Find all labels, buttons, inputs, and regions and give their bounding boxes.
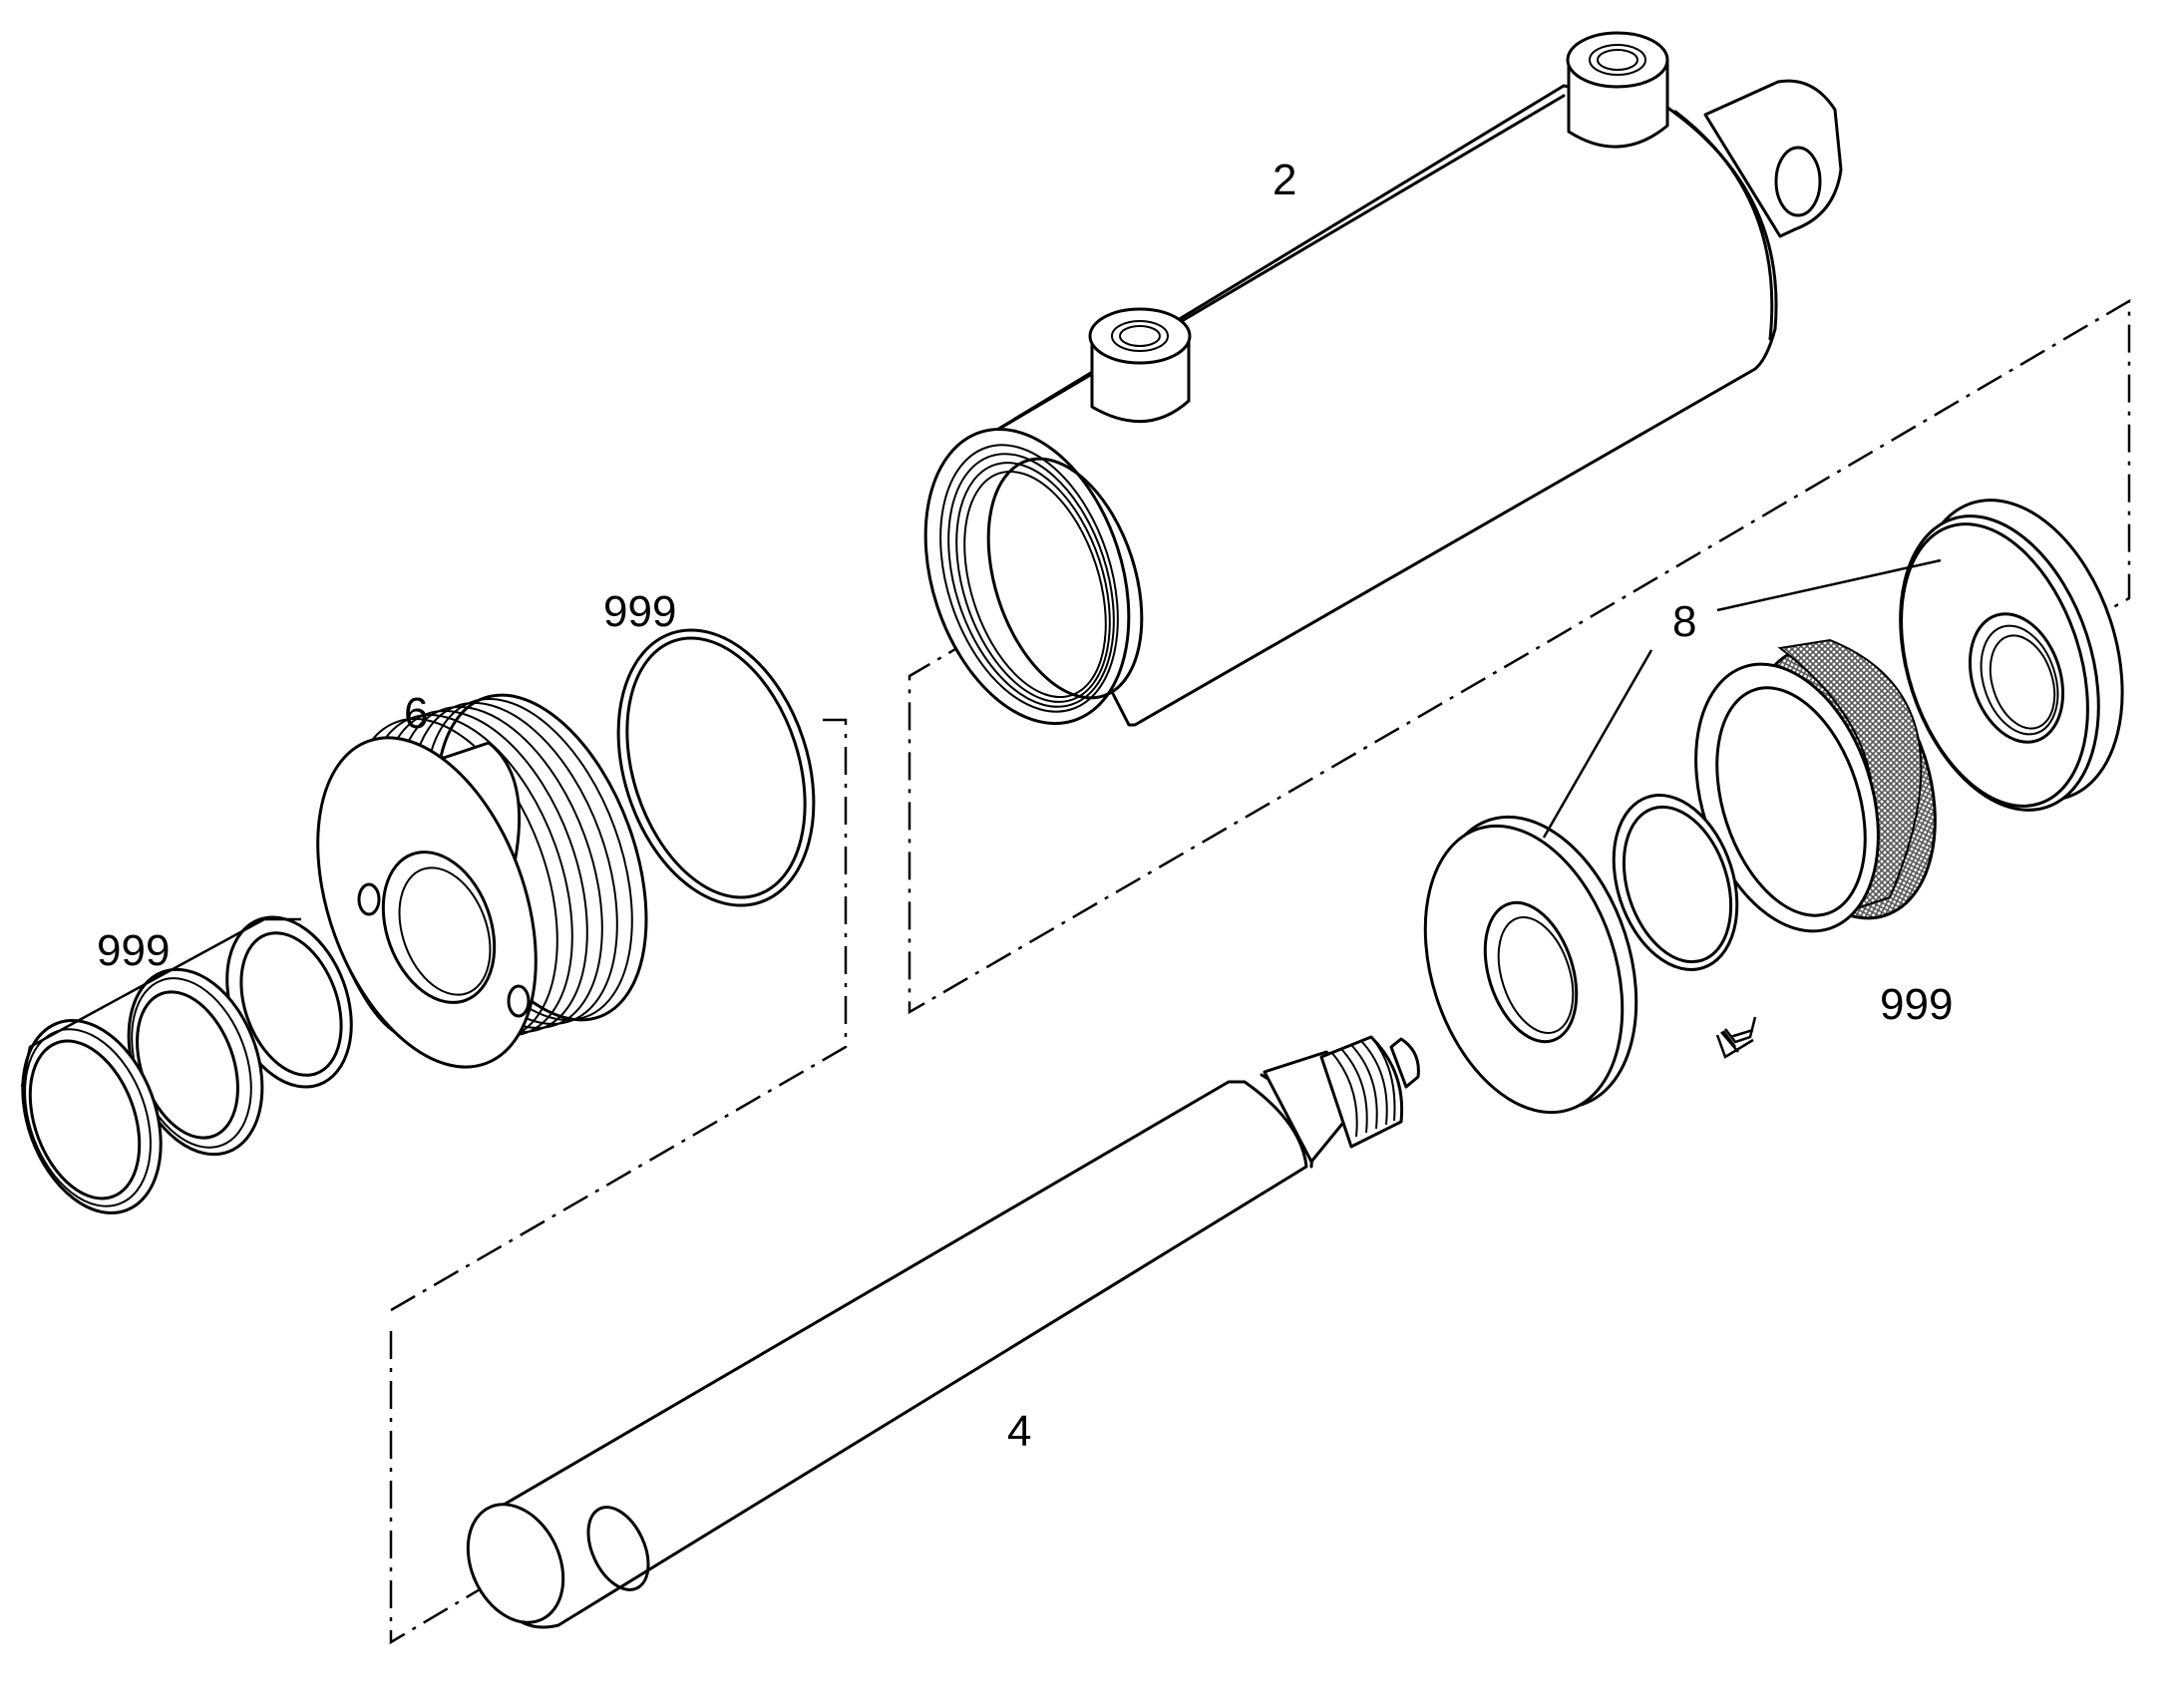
clevis-hole xyxy=(1774,146,1822,217)
barrel-rear-dome xyxy=(1673,110,1774,341)
bracket-left-seal-kit xyxy=(20,917,301,1088)
gland-assembly xyxy=(1423,499,2124,1115)
left-seal-kit xyxy=(21,915,353,1214)
gland-seal-ring-inner xyxy=(1622,805,1733,964)
callout-6: 6 xyxy=(404,689,428,738)
gland-washer-bore-inner xyxy=(1497,915,1575,1035)
leaders xyxy=(20,558,1942,1088)
port-rear-thread-outer xyxy=(1589,44,1646,76)
centerline-barrel xyxy=(908,298,2131,1015)
callout-999-left: 999 xyxy=(97,926,170,975)
piston xyxy=(316,693,648,1069)
callout-2: 2 xyxy=(1272,156,1296,204)
bushing-knurl-band xyxy=(1777,638,1923,914)
rod-cross-hole xyxy=(586,1506,650,1591)
barrel-thread-3 xyxy=(955,462,1111,703)
bracket-right-seal-kit xyxy=(1715,1016,1757,1059)
port-front-thread-inner xyxy=(1119,325,1161,347)
port-boss-front-top xyxy=(1088,307,1192,365)
left-seal-3-inner xyxy=(239,931,343,1077)
left-seal-1-inner xyxy=(28,1039,142,1200)
piston-bore-inner xyxy=(398,866,492,996)
rod-eye-end xyxy=(466,1503,565,1624)
rod-threads xyxy=(1330,1036,1396,1138)
callout-8: 8 xyxy=(1672,597,1696,646)
piston-bore-outer xyxy=(381,851,497,1004)
leader-8-washer xyxy=(1542,649,1653,839)
port-front-thread-outer xyxy=(1111,320,1169,352)
o-ring-outer xyxy=(616,628,816,907)
callouts: 2 6 999 999 8 999 4 xyxy=(97,156,1953,1456)
piston-rod xyxy=(466,1035,1420,1629)
port-boss-rear-top xyxy=(1566,31,1669,89)
leader-8-head xyxy=(1716,558,1942,612)
piston-bolt-hole-bottom xyxy=(507,984,531,1018)
barrel-tube-top-edge xyxy=(980,94,1566,441)
port-rear-thread-inner xyxy=(1597,49,1638,71)
o-ring-inner xyxy=(625,636,807,899)
callout-4: 4 xyxy=(1007,1407,1031,1456)
bushing-bore xyxy=(1715,686,1867,917)
rod-body xyxy=(495,1080,1308,1629)
gland-seal-ring-outer xyxy=(1612,794,1739,971)
barrel-bore xyxy=(986,457,1144,700)
gland-bore-thread-1 xyxy=(1980,624,2059,736)
gland-bore-thread-2 xyxy=(1989,634,2056,730)
piston-bolt-hole-top xyxy=(357,882,381,916)
left-seal-1-outer xyxy=(21,1019,163,1214)
barrel-thread-1 xyxy=(939,444,1119,713)
piston-o-ring xyxy=(616,628,816,907)
callout-999-right: 999 xyxy=(1880,980,1953,1029)
cylinder-barrel xyxy=(923,31,1843,727)
rod-pilot-tip xyxy=(1389,1037,1420,1089)
barrel-thread-2 xyxy=(947,453,1115,708)
callout-999-top: 999 xyxy=(603,587,676,636)
